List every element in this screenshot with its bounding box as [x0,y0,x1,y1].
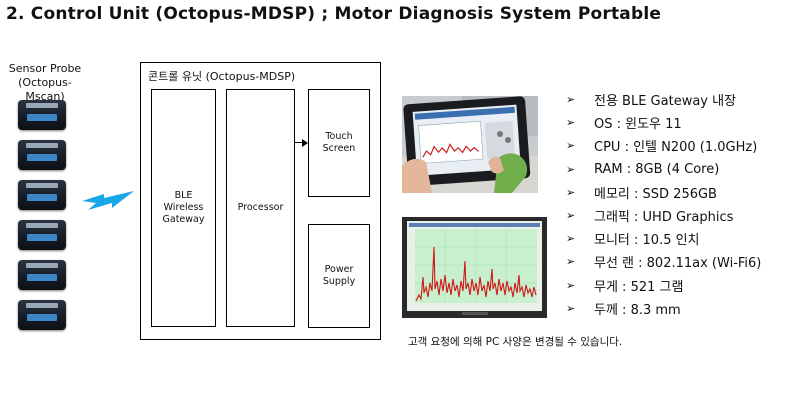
processor-to-touch-arrow [295,142,303,144]
sensor-probe-label-line2: (Octopus-Mscan) [18,76,72,103]
arrow-bullet-icon: ➢ [566,209,576,223]
sensor-probe-device [18,140,66,170]
spec-item: ➢ 모니터 : 10.5 인치 [566,227,761,250]
spec-item: ➢ 메모리 : SSD 256GB [566,181,761,204]
probe-label-strip [26,263,58,268]
arrow-bullet-icon: ➢ [566,116,576,130]
spec-text: 무게 : 521 그램 [594,279,684,295]
probe-label-strip [26,103,58,108]
spec-item: ➢ 두께 : 8.3 mm [566,297,761,320]
sensor-probe-device [18,300,66,330]
spectrum-monitor-photo [402,217,547,318]
probe-label-strip [26,143,58,148]
spec-item: ➢ 무선 랜 : 802.11ax (Wi-Fi6) [566,250,761,273]
power-supply-line2: Supply [322,276,356,287]
spec-item: ➢ CPU : 인텔 N200 (1.0GHz) [566,134,761,157]
power-supply-block: Power Supply [308,224,370,328]
processor-label: Processor [237,202,284,213]
arrow-bullet-icon: ➢ [566,301,576,315]
touch-screen-line2: Screen [322,143,356,154]
spec-item: ➢ 무게 : 521 그램 [566,274,761,297]
ble-gateway-block: BLE Wireless Gateway [151,89,216,327]
lightning-bolt-icon [82,191,134,210]
sensor-probe-device [18,180,66,210]
probe-label-strip [26,303,58,308]
probe-label-strip [26,223,58,228]
probe-badge [27,114,57,121]
spec-item: ➢ 그래픽 : UHD Graphics [566,204,761,227]
arrow-bullet-icon: ➢ [566,162,576,176]
probe-badge [27,154,57,161]
spec-change-note: 고객 요청에 의해 PC 사양은 변경될 수 있습니다. [408,336,623,348]
ble-gateway-line3: Gateway [162,214,205,225]
arrow-bullet-icon: ➢ [566,185,576,199]
spec-item: ➢ OS : 윈도우 11 [566,111,761,134]
spec-text: 두께 : 8.3 mm [594,302,681,318]
spec-item: ➢ 전용 BLE Gateway 내장 [566,88,761,111]
arrow-head [302,138,308,147]
spec-list: ➢ 전용 BLE Gateway 내장 ➢ OS : 윈도우 11 ➢ CPU : 인… [566,88,761,320]
spec-item: ➢ RAM : 8GB (4 Core) [566,158,761,181]
page-title: 2. Control Unit (Octopus-MDSP) ; Motor D… [6,4,662,24]
control-unit-frame [140,62,381,340]
spec-text: 전용 BLE Gateway 내장 [594,94,737,110]
spec-text: 메모리 : SSD 256GB [594,186,717,202]
spec-text: 그래픽 : UHD Graphics [594,210,734,226]
probe-badge [27,314,57,321]
arrow-bullet-icon: ➢ [566,278,576,292]
arrow-bullet-icon: ➢ [566,93,576,107]
touch-screen-block: Touch Screen [308,89,370,197]
probe-badge [27,234,57,241]
sensor-probe-device [18,100,66,130]
spec-text: 무선 랜 : 802.11ax (Wi-Fi6) [594,256,762,272]
tablet-photo [402,96,538,193]
processor-block: Processor [226,89,295,327]
ble-gateway-line2: Wireless [163,202,204,213]
probe-label-strip [26,183,58,188]
arrow-bullet-icon: ➢ [566,255,576,269]
power-supply-line1: Power [324,264,354,275]
control-unit-title: 콘트롤 유닛 (Octopus-MDSP) [148,70,296,83]
spec-text: OS : 윈도우 11 [594,117,682,133]
ble-gateway-line1: BLE [174,190,193,201]
arrow-bullet-icon: ➢ [566,232,576,246]
arrow-bullet-icon: ➢ [566,139,576,153]
touch-screen-line1: Touch [325,131,353,142]
probe-badge [27,274,57,281]
sensor-probe-device [18,220,66,250]
spec-text: CPU : 인텔 N200 (1.0GHz) [594,140,758,156]
spec-text: RAM : 8GB (4 Core) [594,161,720,177]
spec-text: 모니터 : 10.5 인치 [594,233,700,249]
sensor-probe-device [18,260,66,290]
probe-badge [27,194,57,201]
sensor-probe-label: Sensor Probe (Octopus-Mscan) [4,62,86,104]
sensor-probe-label-line1: Sensor Probe [8,62,82,75]
